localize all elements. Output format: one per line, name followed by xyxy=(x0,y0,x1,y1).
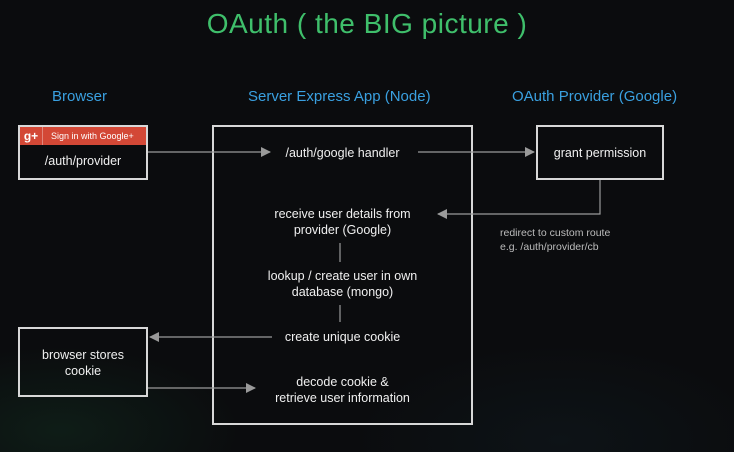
auth-provider-route: /auth/provider xyxy=(44,154,122,168)
arrow-icon-redirect-back xyxy=(437,180,601,219)
decode-cookie-step: decode cookie & retrieve user informatio… xyxy=(275,375,410,405)
browser-column-label: Browser xyxy=(52,88,108,105)
provider-column-label: OAuth Provider (Google) xyxy=(512,88,678,105)
browser-stores-cookie-label: browser stores cookie xyxy=(42,348,124,378)
server-app-box xyxy=(212,125,473,425)
server-column-label: Server Express App (Node) xyxy=(248,88,431,105)
receive-details-step: receive user details from provider (Goog… xyxy=(274,207,411,237)
redirect-note: redirect to custom route e.g. /auth/prov… xyxy=(500,227,611,253)
browser-auth-box xyxy=(18,125,148,180)
diagram-title: OAuth ( the BIG picture ) xyxy=(206,8,528,39)
google-plus-icon: g+ xyxy=(20,127,43,145)
grant-permission-label: grant permission xyxy=(553,146,647,160)
create-cookie-step: create unique cookie xyxy=(284,330,401,344)
google-handler-step: /auth/google handler xyxy=(285,146,400,160)
grant-permission-box xyxy=(536,125,664,180)
google-signin-label: Sign in with Google+ xyxy=(51,131,134,141)
browser-cookie-box xyxy=(18,327,148,397)
google-signin-button[interactable]: g+ Sign in with Google+ xyxy=(20,127,146,145)
lookup-create-step: lookup / create user in own database (mo… xyxy=(267,269,418,299)
